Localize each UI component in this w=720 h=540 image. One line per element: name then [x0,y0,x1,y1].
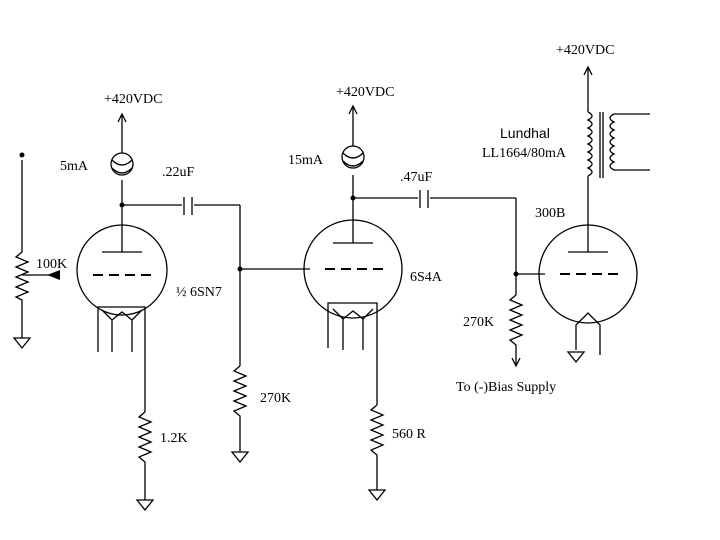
ground-icon [367,489,387,502]
input-potentiometer [12,152,60,350]
output-transformer [586,111,650,178]
input-terminal [19,152,25,158]
ground-icon [230,451,250,464]
cap-label-2: .47uF [400,170,433,185]
bias-arrow-icon [511,357,521,368]
supply-arrow-icon [348,104,358,115]
transformer-brand-label: Lundhal [500,125,550,141]
transformer-model-label: LL1664/80mA [482,146,567,161]
resistor-label-cathode1: 1.2K [160,431,188,446]
ground-icon [12,337,32,350]
current-label-1: 5mA [60,159,89,174]
resistor-label-grid2: 270K [260,391,291,406]
supply-label-2: +420VDC [336,85,394,100]
tube-heater [332,308,374,320]
bias-label: To (-)Bias Supply [456,380,556,395]
resistor-label-grid3: 270K [463,315,494,330]
current-source-1 [110,152,134,176]
resistor-1k2-cathode [137,411,153,500]
current-source-2 [341,145,365,169]
tube-label-1: ½ 6SN7 [176,285,222,300]
resistor-270k-grid3 [508,294,524,365]
supply-label-1: +420VDC [104,92,162,107]
supply-arrow-icon [117,112,127,123]
resistor-270k-grid2 [232,365,248,452]
ground-icon [135,499,155,512]
tube-label-3: 300B [535,206,565,221]
tube-label-2: 6S4A [410,270,443,285]
tube-cathode [327,302,378,348]
tube-heater [101,309,143,321]
supply-label-3: +420VDC [556,43,614,58]
pot-label: 100K [36,257,67,272]
resistor-560r-cathode [369,404,385,490]
ground-icon [566,351,586,364]
current-label-2: 15mA [288,153,324,168]
tube-filament [575,312,601,355]
tube-6sn7 [76,224,168,352]
tube-cathode [97,306,146,352]
cap-label-1: .22uF [162,165,195,180]
resistor-label-cathode2: 560 R [392,427,427,442]
supply-arrow-icon [583,65,593,76]
wiper-arrow-icon [47,270,60,280]
